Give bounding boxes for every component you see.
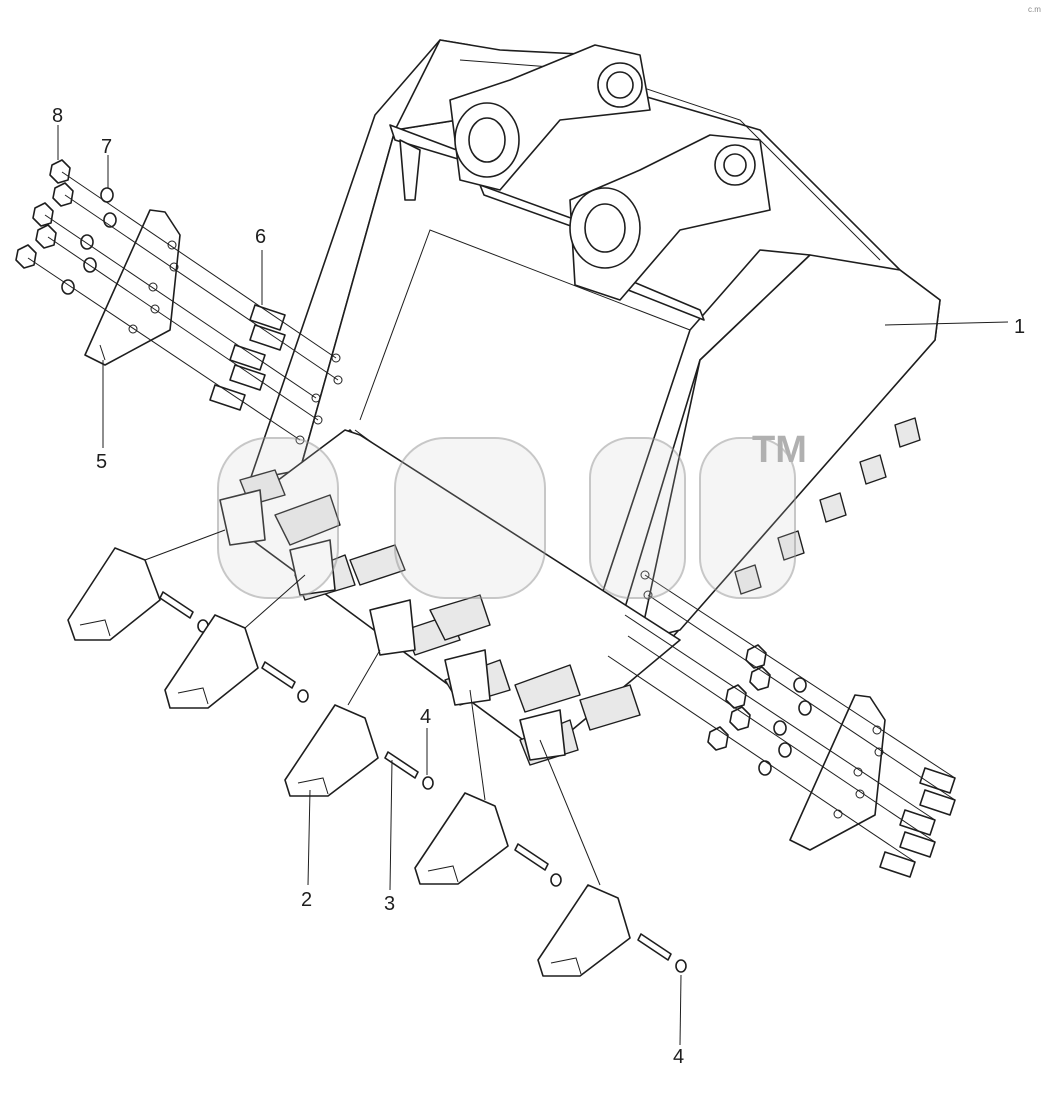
watermark-trademark: TM (752, 429, 807, 471)
callout-5: 5 (96, 451, 107, 473)
tooth-set (67, 547, 687, 977)
callout-8: 8 (52, 105, 63, 127)
callout-1: 1 (1014, 316, 1025, 338)
right-washers (758, 677, 812, 776)
left-nuts (15, 159, 74, 269)
tooth-2 (164, 614, 309, 709)
corner-mark: c.m (1028, 5, 1041, 14)
callout-4-lower: 4 (673, 1046, 684, 1068)
right-nuts (707, 644, 771, 751)
leader-lines (57, 125, 1009, 1046)
tooth-1 (67, 547, 209, 641)
callout-4-upper: 4 (420, 706, 431, 728)
left-bolts (209, 304, 286, 411)
callout-2: 2 (301, 889, 312, 911)
tooth-3 (284, 704, 434, 797)
tooth-5 (537, 884, 687, 977)
callout-7: 7 (101, 136, 112, 158)
callouts: 1 2 3 4 4 5 6 7 8 (52, 105, 1025, 1068)
watermark-logo: TM (217, 429, 807, 599)
right-bolts (879, 767, 956, 878)
left-side-cutter-assembly (15, 159, 339, 441)
callout-6: 6 (255, 226, 266, 248)
right-side-cutter-assembly (607, 574, 956, 878)
callout-3: 3 (384, 893, 395, 915)
tooth-4 (414, 792, 562, 887)
